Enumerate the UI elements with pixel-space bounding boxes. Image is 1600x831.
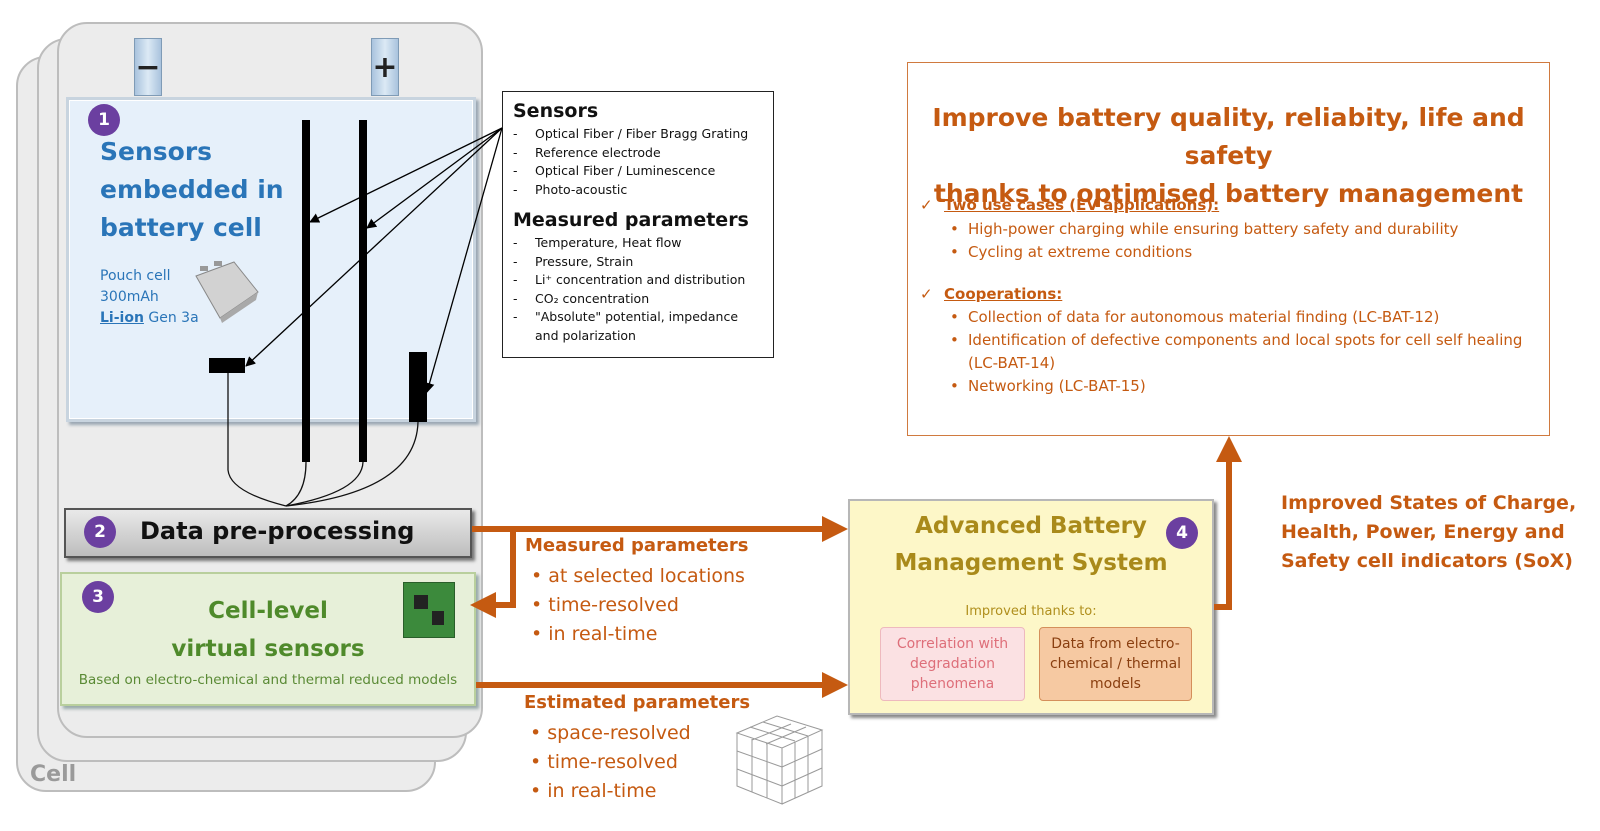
use-case-item: High-power charging while ensuring batte…	[948, 218, 1458, 241]
bms-title-line-2: Management System	[894, 550, 1168, 576]
measured-list-item: at selected locations	[531, 562, 745, 591]
sensors-title-line-1: Sensors	[100, 137, 213, 166]
sox-line-2: Health, Power, Energy and	[1281, 521, 1565, 543]
sox-line-1: Improved States of Charge,	[1281, 492, 1577, 514]
sox-text: Improved States of Charge, Health, Power…	[1281, 489, 1576, 576]
sensor-item: Reference electrode	[513, 144, 763, 163]
badge-3: 3	[82, 581, 114, 613]
sensors-heading: Sensors	[513, 100, 599, 122]
measured-item: "Absolute" potential, impedance and pola…	[513, 308, 763, 345]
estimated-list-item: time-resolved	[530, 748, 691, 777]
liion-link[interactable]: Li-ion	[100, 310, 144, 326]
sensor-item: Photo-acoustic	[513, 181, 763, 200]
cooperations-heading-text: Cooperations:	[944, 285, 1063, 303]
bms-title: Advanced Battery Management System	[866, 508, 1196, 582]
estimated-heading: Estimated parameters	[524, 692, 751, 713]
sensors-list-box: Sensors Optical Fiber / Fiber Bragg Grat…	[502, 91, 774, 358]
sensors-title-line-2: embedded in	[100, 175, 284, 204]
gen-label: Gen 3a	[148, 310, 199, 326]
virtual-sensors-title: Cell-level virtual sensors	[120, 592, 416, 668]
sensors-embedded-title: Sensors embedded in battery cell	[100, 133, 340, 247]
bms-title-line-1: Advanced Battery	[915, 513, 1147, 539]
measured-item: CO₂ concentration	[513, 290, 763, 309]
cooperations-list: Collection of data for autonomous materi…	[948, 306, 1544, 398]
data-preprocessing-label: Data pre-processing	[140, 517, 415, 545]
badge-2: 2	[84, 516, 116, 548]
badge-4: 4	[1166, 517, 1198, 549]
measured-list-item: time-resolved	[531, 591, 745, 620]
virtual-title-line-2: virtual sensors	[171, 636, 365, 662]
measured-parameters-heading: Measured parameters	[513, 209, 749, 231]
virtual-title-line-1: Cell-level	[208, 598, 328, 624]
check-icon: ✓	[920, 196, 933, 214]
check-icon: ✓	[920, 285, 933, 303]
negative-terminal: −	[134, 38, 162, 96]
sox-line-3: Safety cell indicators (SoX)	[1281, 550, 1573, 572]
use-cases-heading-text: Two use cases (EV applications):	[944, 196, 1220, 214]
pouch-line-2: 300mAh	[100, 289, 159, 305]
data-preprocessing-bar	[64, 508, 472, 558]
cooperations-heading: ✓ Cooperations:	[920, 285, 1062, 303]
pouch-cell-info: Pouch cell 300mAh Li-ion Gen 3a	[100, 266, 199, 329]
sensor-item: Optical Fiber / Luminescence	[513, 162, 763, 181]
positive-terminal: +	[371, 38, 399, 96]
measured-item: Pressure, Strain	[513, 253, 763, 272]
bms-improved-label: Improved thanks to:	[965, 604, 1097, 619]
sensors-list: Optical Fiber / Fiber Bragg Grating Refe…	[513, 125, 763, 199]
measured-list: at selected locations time-resolved in r…	[531, 562, 745, 649]
sensor-item: Optical Fiber / Fiber Bragg Grating	[513, 125, 763, 144]
use-cases-list: High-power charging while ensuring batte…	[948, 218, 1458, 264]
measured-item: Li⁺ concentration and distribution	[513, 271, 763, 290]
cooperation-item: Collection of data for autonomous materi…	[948, 306, 1544, 329]
measured-item: Temperature, Heat flow	[513, 234, 763, 253]
estimated-list-item: in real-time	[530, 777, 691, 806]
circuit-board-icon	[403, 582, 455, 638]
cooperation-item: Identification of defective components a…	[948, 329, 1544, 375]
estimated-list: space-resolved time-resolved in real-tim…	[530, 719, 691, 806]
bms-models-box: Data from electro-chemical / thermal mod…	[1039, 627, 1192, 701]
badge-1: 1	[88, 104, 120, 136]
use-cases-heading: ✓ Two use cases (EV applications):	[920, 196, 1219, 214]
measured-list-item: in real-time	[531, 620, 745, 649]
estimated-list-item: space-resolved	[530, 719, 690, 748]
sensors-title-line-3: battery cell	[100, 213, 262, 242]
improve-title: Improve battery quality, reliabity, life…	[907, 99, 1550, 213]
improve-title-line-1: Improve battery quality, reliabity, life…	[932, 103, 1525, 170]
improve-title-line-2: thanks to optimised battery management	[933, 179, 1524, 208]
pouch-line-1: Pouch cell	[100, 268, 171, 284]
use-case-item: Cycling at extreme conditions	[948, 241, 1458, 264]
measured-heading: Measured parameters	[525, 535, 749, 556]
measured-parameters-list: Temperature, Heat flow Pressure, Strain …	[513, 234, 763, 345]
virtual-sensors-subtitle: Based on electro-chemical and thermal re…	[78, 672, 458, 688]
cooperation-item: Networking (LC-BAT-15)	[948, 375, 1544, 398]
bms-degradation-box: Correlation with degradation phenomena	[880, 627, 1025, 701]
cell-label: Cell	[30, 762, 77, 787]
pouch-line-3: Li-ion Gen 3a	[100, 308, 199, 329]
